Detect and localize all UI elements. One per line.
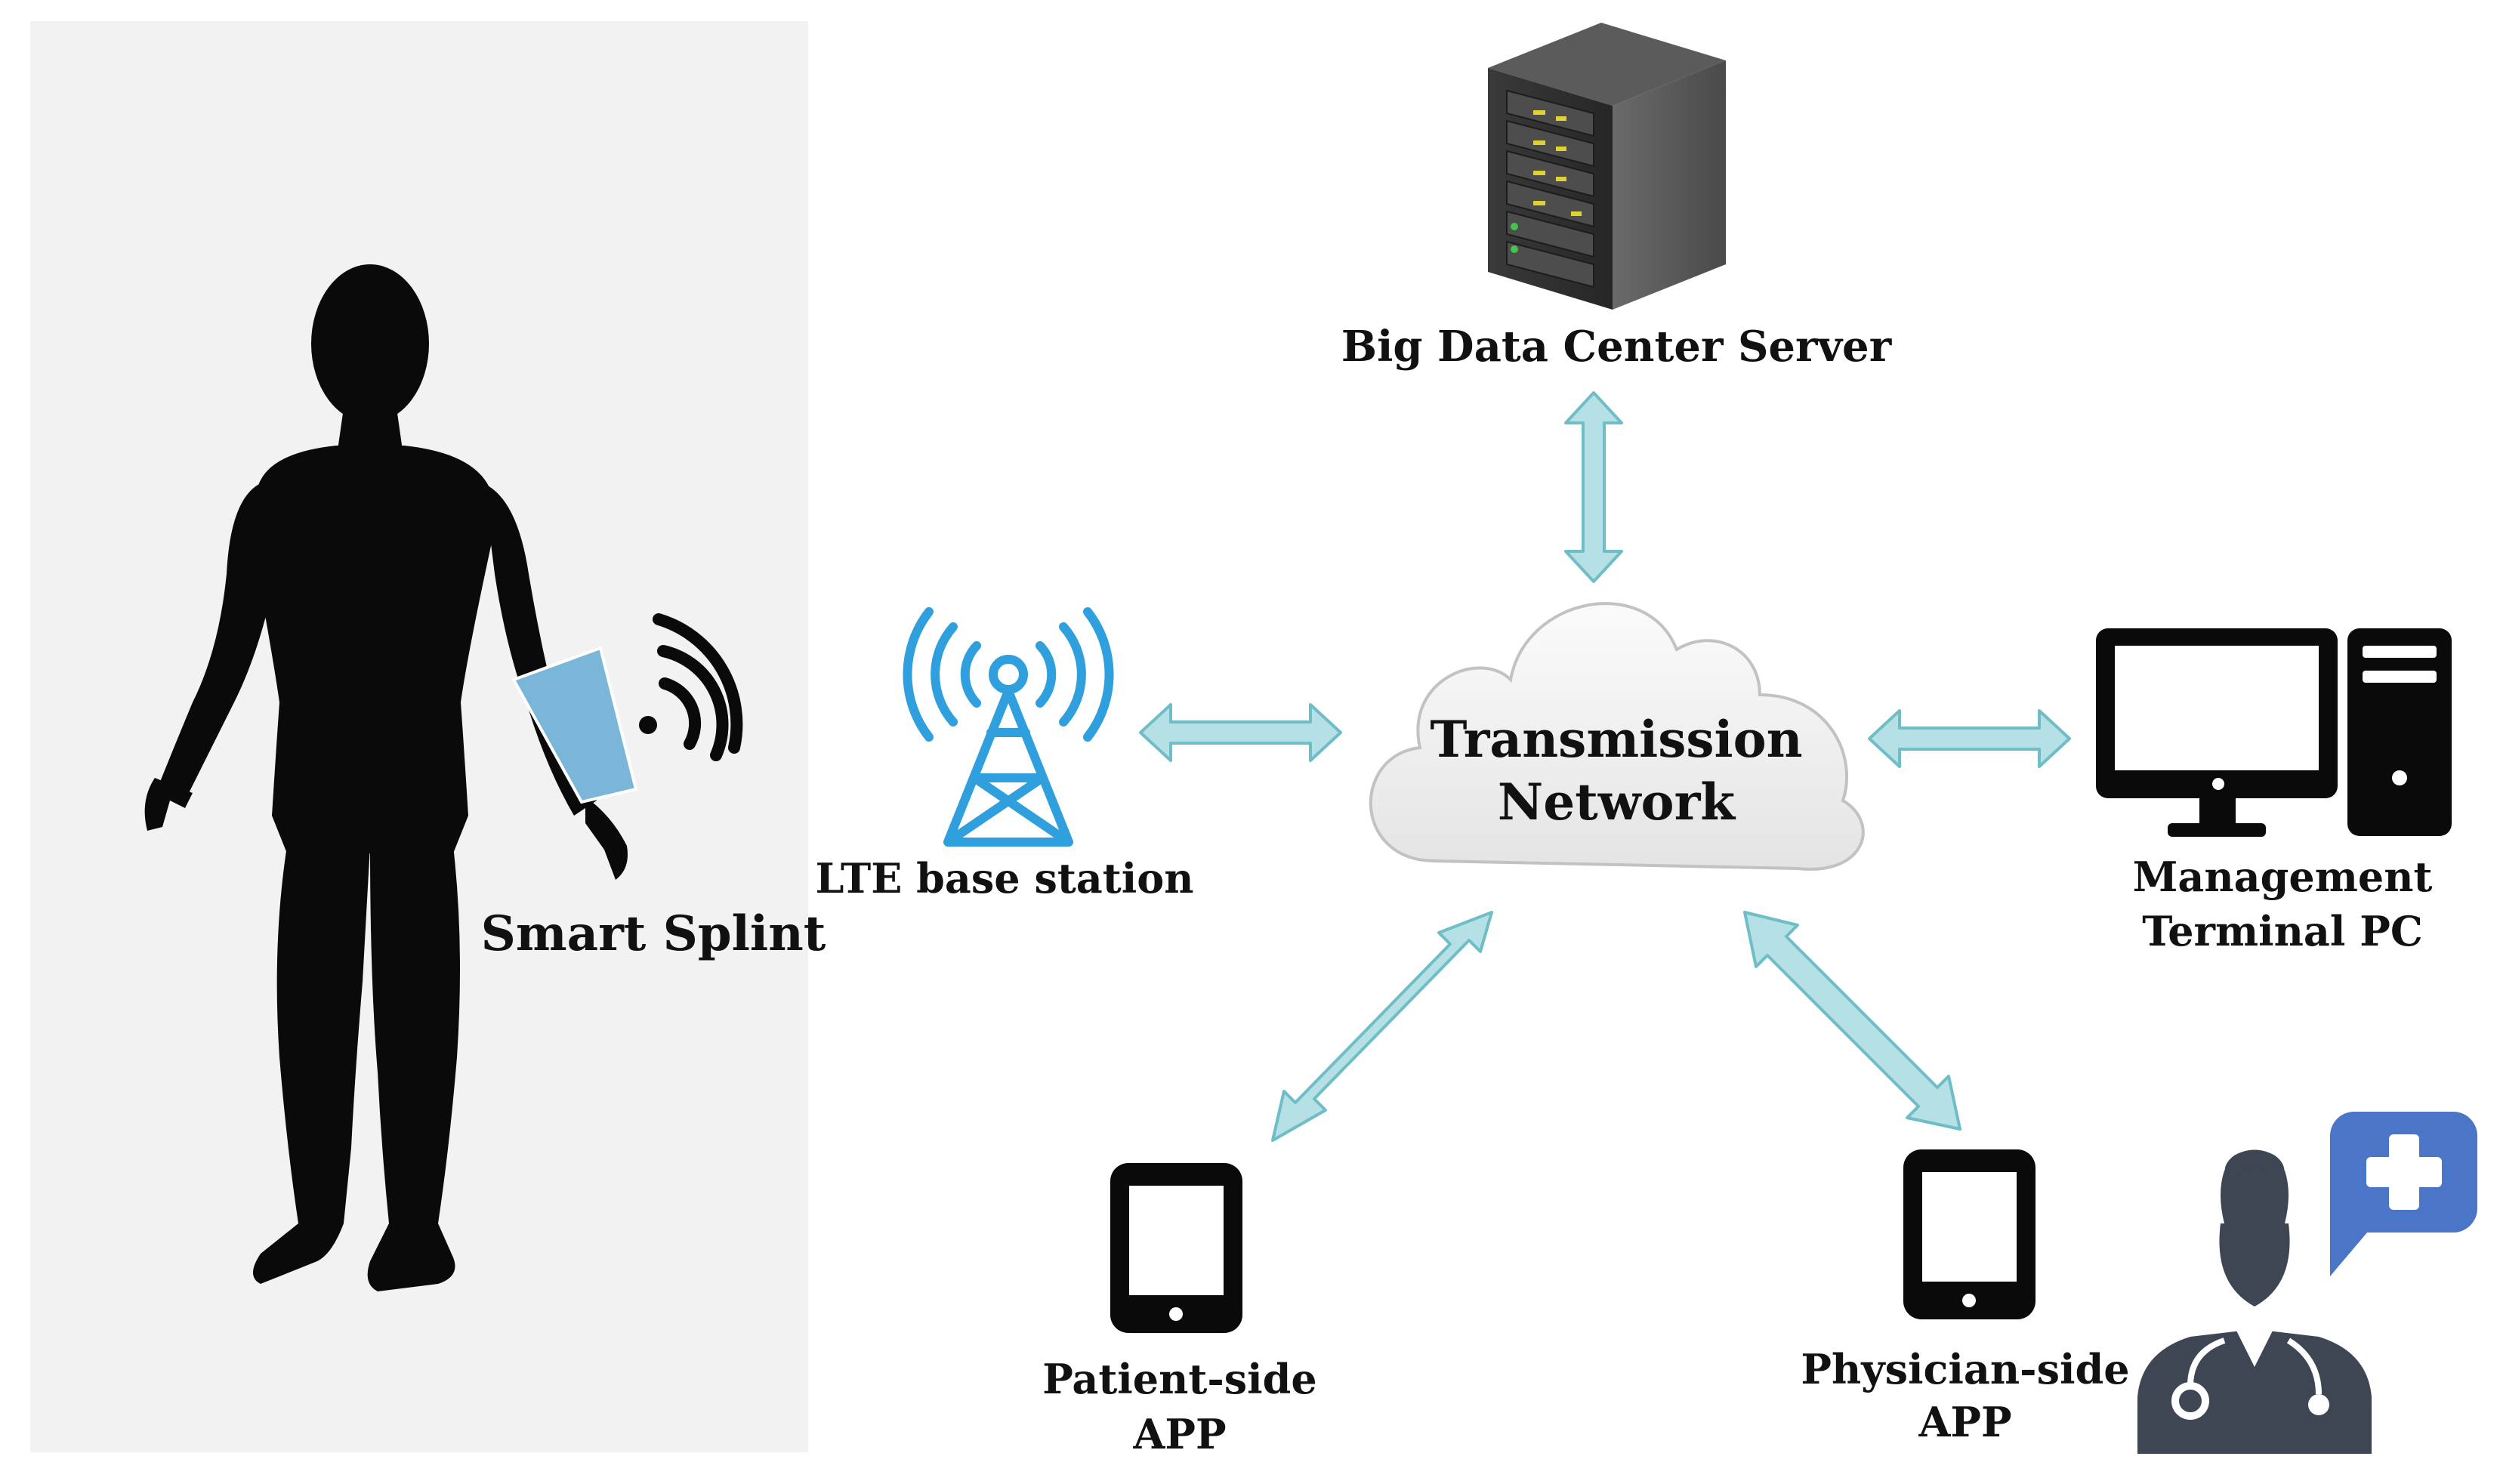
person-silhouette-icon xyxy=(144,264,628,1291)
lte-tower-icon xyxy=(903,607,1114,847)
cloud-label-line1: Transmission xyxy=(1430,710,1802,769)
patient-app-label-line2: APP xyxy=(1132,1410,1226,1458)
server-rack-icon xyxy=(1488,23,1726,310)
smart-splint-icon xyxy=(511,646,638,804)
wireless-signal-icon xyxy=(639,613,743,761)
physician-app-label-line2: APP xyxy=(1918,1398,2011,1446)
arrow-lte-cloud xyxy=(1139,703,1342,762)
server-label: Big Data Center Server xyxy=(1341,322,1893,372)
physician-tablet-icon xyxy=(1903,1149,2035,1319)
pc-label-line1: Management xyxy=(2133,853,2433,901)
cloud-label-line2: Network xyxy=(1498,773,1736,831)
pc-label-line2: Terminal PC xyxy=(2142,907,2423,955)
arrow-cloud-pc xyxy=(1868,709,2071,768)
smart-splint-label: Smart Splint xyxy=(481,906,826,962)
desktop-pc-icon xyxy=(2096,628,2452,837)
patient-tablet-icon xyxy=(1110,1163,1242,1333)
doctor-icon xyxy=(2137,1112,2477,1454)
arrow-cloud-physician-app xyxy=(1743,911,1961,1131)
connection-arrows xyxy=(1139,391,2071,1142)
arrow-server-cloud xyxy=(1564,391,1623,583)
physician-app-label-line1: Physician-side xyxy=(1801,1345,2129,1393)
patient-app-label-line1: Patient-side xyxy=(1042,1355,1317,1403)
cloud-icon xyxy=(1369,602,1865,871)
arrow-cloud-patient-app xyxy=(1271,911,1493,1142)
lte-label: LTE base station xyxy=(815,854,1193,902)
